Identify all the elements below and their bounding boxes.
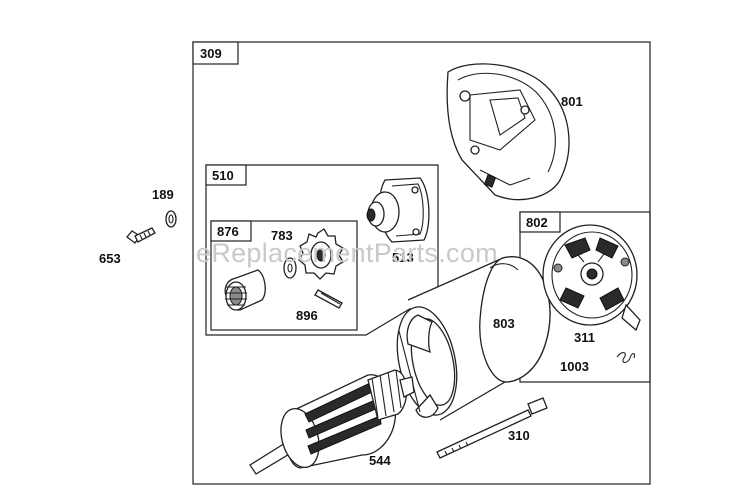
- group-frame-876: [210, 220, 358, 331]
- part-label-311: 311: [574, 330, 595, 345]
- part-653-drawing: [126, 227, 156, 244]
- part-803-drawing: [396, 256, 551, 421]
- part-label-544: 544: [369, 453, 391, 468]
- part-896-drawing: [314, 289, 343, 309]
- group-tag-309: [192, 41, 239, 65]
- part-label-310: 310: [508, 428, 530, 443]
- part-189-drawing: [165, 210, 177, 228]
- group-label-309: 309: [200, 46, 222, 61]
- part-544-drawing: [249, 369, 415, 475]
- part-label-513: 513: [392, 250, 414, 265]
- part-783-washer-hole: [287, 263, 293, 273]
- part-label-1003: 1003: [560, 359, 589, 374]
- group-label-876: 876: [217, 224, 239, 239]
- group-label-802: 802: [526, 215, 548, 230]
- group-tag-510: [205, 164, 247, 186]
- group-label-510: 510: [212, 168, 234, 183]
- part-label-801: 801: [561, 94, 583, 109]
- part-310-drawing: [436, 397, 548, 459]
- part-876-drawing: [224, 269, 266, 311]
- part-783-drawing: [298, 228, 344, 280]
- part-801-drawing: [446, 63, 570, 201]
- part-1003-drawing: [616, 352, 636, 364]
- group-tag-802: [519, 211, 561, 233]
- part-label-896: 896: [296, 308, 318, 323]
- part-label-803: 803: [493, 316, 515, 331]
- part-label-653: 653: [99, 251, 121, 266]
- part-label-783: 783: [271, 228, 293, 243]
- watermark: eReplacementParts.com: [196, 238, 498, 268]
- group-tag-876: [210, 220, 252, 242]
- part-513-drawing: [366, 177, 430, 243]
- part-802-drawing: [542, 224, 641, 332]
- group-frame-510: [205, 164, 439, 336]
- part-783-washer: [283, 257, 297, 279]
- part-label-189: 189: [152, 187, 174, 202]
